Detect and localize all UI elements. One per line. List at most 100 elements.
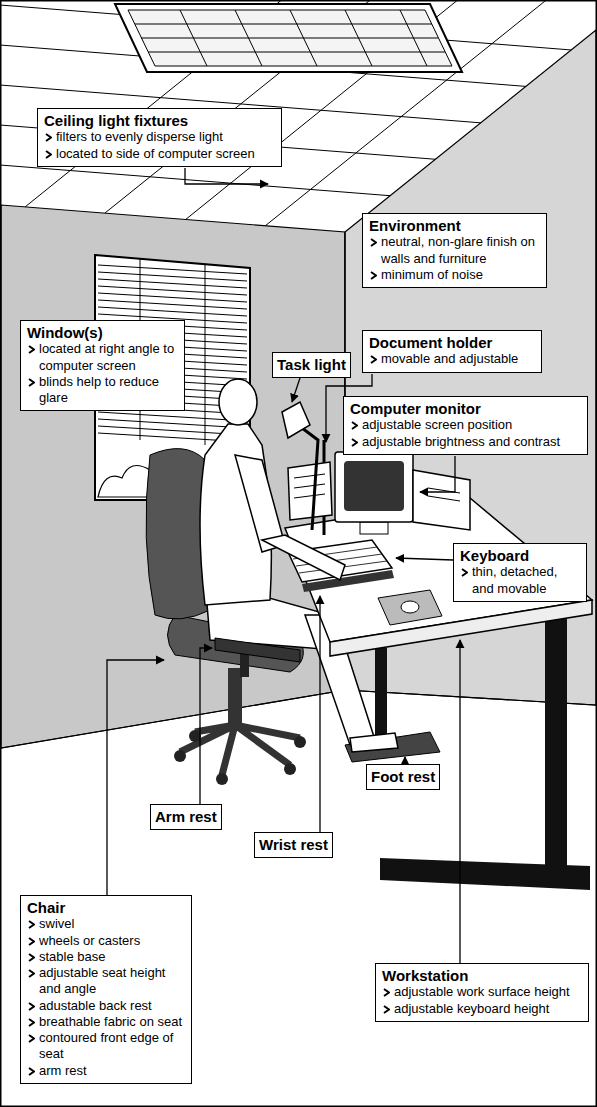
blind-cord <box>205 264 206 445</box>
foot-rest <box>345 732 440 762</box>
bullet-chevron <box>29 921 34 928</box>
person-foot <box>350 733 398 752</box>
blind-slat <box>98 265 247 274</box>
document-line <box>294 474 325 478</box>
bullet-chevron <box>29 1019 34 1026</box>
callout-box: Document holdermovable and adjustable <box>362 330 542 373</box>
leader-line <box>292 378 300 402</box>
blind-slat <box>98 307 247 316</box>
lamp-shade <box>282 402 310 438</box>
bullet-chevron <box>45 150 52 159</box>
desk-edge <box>330 600 592 656</box>
left-wall <box>1 205 345 748</box>
mouse-pad <box>378 590 442 625</box>
chair-base <box>180 725 300 775</box>
callout-item: adjustable brightness and contrast <box>350 434 581 450</box>
monitor-screen <box>344 461 404 511</box>
bullet-chevron <box>28 1002 35 1011</box>
filter-line <box>141 38 438 39</box>
callout-item: arm rest <box>27 1063 185 1079</box>
bullet-chevron <box>370 355 377 364</box>
callout-item: contoured front edge of seat <box>27 1030 185 1063</box>
callout-box: Chairswivelwheels or castersstable basea… <box>20 895 192 1084</box>
callout-heading: Keyboard <box>460 547 580 564</box>
document-line <box>294 484 325 488</box>
bullet-chevron <box>352 439 357 446</box>
callout-item: breathable fabric on seat <box>27 1014 185 1030</box>
callout-heading: Arm rest <box>155 808 217 825</box>
bullet-chevron <box>351 421 358 430</box>
callout-heading: Window(s) <box>27 324 178 341</box>
bullet-chevron <box>351 438 358 447</box>
callout-item: movable and adjustable <box>369 351 535 367</box>
callout-heading: Task light <box>277 356 346 373</box>
arm-rest-pad <box>215 638 300 662</box>
bullet-chevron <box>461 568 468 577</box>
bullet-chevron <box>371 356 376 363</box>
light-fixture-filter <box>128 10 452 66</box>
chair-caster <box>174 750 186 762</box>
leader-line <box>396 558 453 560</box>
callout-item: adustable back rest <box>27 998 185 1014</box>
leader-line <box>459 640 460 963</box>
callout-item: located to side of computer screen <box>44 146 275 162</box>
bullet-chevron <box>383 988 390 997</box>
bullet-chevron <box>28 937 35 946</box>
callout-item: adjustable screen position <box>350 417 581 433</box>
bullet-chevron <box>29 970 34 977</box>
callout-box: Ceiling light fixturesfilters to evenly … <box>37 108 282 167</box>
bullet-chevron <box>45 133 52 142</box>
bullet-chevron <box>29 379 34 386</box>
callout-heading: Ceiling light fixtures <box>44 112 275 129</box>
callout-item: neutral, non-glare finish on walls and f… <box>369 234 540 267</box>
person-forearm <box>262 535 345 580</box>
callout-item: adjustable work surface height <box>382 984 582 1000</box>
drive-slot <box>428 496 460 501</box>
blind-slat <box>98 272 247 281</box>
bullet-chevron <box>28 1067 35 1076</box>
callout-item: adjustable seat height and angle <box>27 965 185 998</box>
bullet-chevron <box>371 239 376 246</box>
leader-line <box>185 168 268 184</box>
monitor-body <box>335 452 413 522</box>
filter-line <box>148 52 445 53</box>
chair-caster <box>294 736 306 748</box>
person-head <box>219 379 257 425</box>
bullet-chevron <box>29 1003 34 1010</box>
bullet-chevron <box>28 1018 35 1027</box>
bullet-chevron <box>28 345 35 354</box>
bullet-chevron <box>29 954 34 961</box>
callout-item: minimum of noise <box>369 267 540 283</box>
callout-box: Wrist rest <box>254 832 333 858</box>
bullet-chevron <box>29 1035 34 1042</box>
bullet-chevron <box>29 346 34 353</box>
bullet-chevron <box>384 1006 389 1013</box>
callout-box: Workstationadjustable work surface heigh… <box>375 963 589 1022</box>
bullet-chevron <box>46 151 51 158</box>
callout-heading: Foot rest <box>371 768 435 785</box>
callout-box: Arm rest <box>150 804 222 830</box>
callout-box: Keyboardthin, detached, and movable <box>453 543 587 602</box>
callout-item: blinds help to reduce glare <box>27 374 178 407</box>
blind-slat <box>98 279 247 288</box>
blind-slat <box>98 293 247 302</box>
light-fixture-grid <box>135 10 445 66</box>
callout-box: Foot rest <box>366 764 440 790</box>
callout-item: wheels or casters <box>27 933 185 949</box>
bullet-chevron <box>370 238 377 247</box>
bullet-chevron <box>29 1068 34 1075</box>
ceiling-grid <box>0 0 597 226</box>
arm-rest-support <box>240 652 249 677</box>
desk-base <box>380 858 590 890</box>
callout-box: Environmentneutral, non-glare finish on … <box>362 213 547 288</box>
bullet-chevron <box>29 938 34 945</box>
wrist-rest <box>302 570 394 592</box>
mouse <box>401 601 419 613</box>
callout-item: swivel <box>27 916 185 932</box>
filter-line <box>135 24 432 25</box>
leader-line <box>319 596 320 832</box>
chair-caster <box>189 730 201 742</box>
computer-case <box>413 470 470 530</box>
